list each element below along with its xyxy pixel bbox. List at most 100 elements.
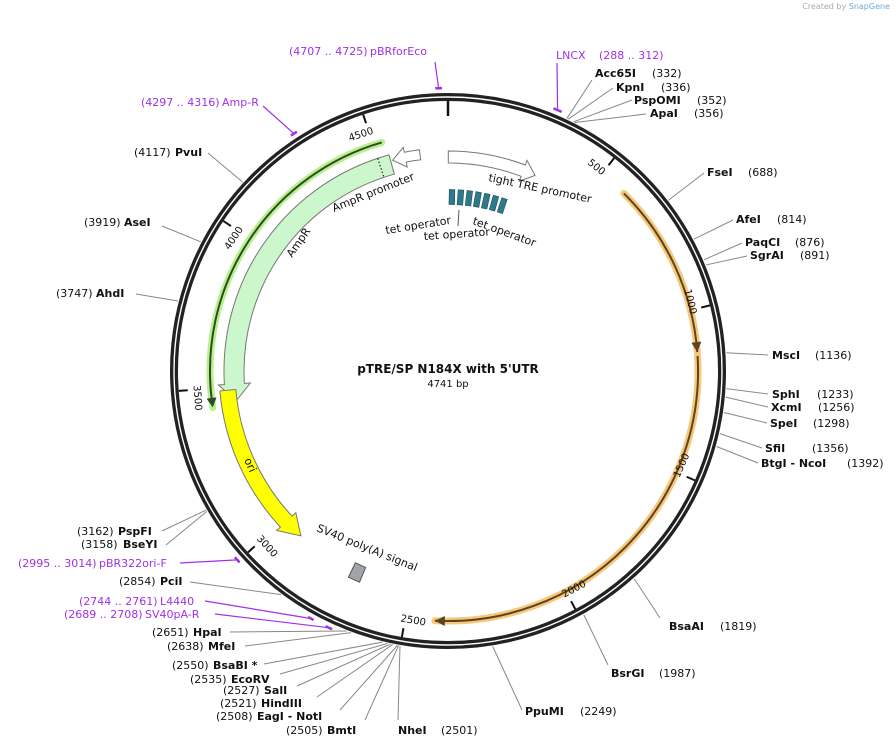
enzyme-leader-line — [693, 219, 734, 240]
tick-mark — [686, 475, 696, 482]
enzyme-leader-line — [726, 388, 769, 395]
enzyme-leader-line — [583, 614, 609, 666]
enzyme-name: SalI — [264, 684, 287, 697]
enzyme-position: (1136) — [815, 349, 852, 362]
enzyme-position: (332) — [652, 67, 682, 80]
enzyme-leader-line — [566, 79, 593, 119]
enzyme-name: PciI — [160, 575, 182, 588]
enzyme-position: (2535) — [190, 673, 227, 686]
enzyme-position: (1819) — [720, 620, 757, 633]
tick-mark — [222, 220, 232, 227]
enzyme-leader-line — [492, 646, 523, 711]
orf-highlight — [620, 189, 701, 356]
tick-mark — [362, 114, 367, 124]
enzyme-name: MscI — [772, 349, 800, 362]
enzyme-leader-line — [574, 113, 647, 123]
enzyme-name: SgrAI — [750, 249, 784, 262]
enzyme-leader-line — [705, 255, 748, 266]
enzyme-leader-line — [161, 509, 207, 532]
enzyme-name: PaqCI — [745, 236, 780, 249]
enzyme-position: (2550) — [172, 659, 209, 672]
tick-mark — [607, 157, 615, 166]
enzyme-leader-line — [207, 152, 244, 183]
enzyme-name: KpnI — [616, 81, 644, 94]
tick-mark — [700, 304, 711, 309]
plasmid-name: pTRE/SP N184X with 5'UTR — [357, 362, 539, 376]
brand-name: SnapGene — [848, 2, 890, 11]
tick-mark — [570, 600, 577, 610]
enzyme-position: (4117) — [134, 146, 171, 159]
enzyme-position: (1256) — [818, 401, 855, 414]
snapgene-brand: Created by SnapGene — [802, 2, 890, 11]
enzyme-name: BmtI — [327, 724, 356, 737]
enzyme-name: PspFI — [118, 525, 152, 538]
tick-label: 2500 — [400, 613, 427, 628]
enzyme-name: EcoRV — [231, 673, 270, 686]
enzyme-name: HindIII — [261, 697, 302, 710]
enzyme-position: (2638) — [167, 640, 204, 653]
enzyme-position: (814) — [777, 213, 807, 226]
orf-arc — [623, 192, 699, 353]
enzyme-position: (2501) — [441, 724, 478, 737]
enzyme-leader-line — [573, 99, 633, 123]
primer-range: (4707 .. 4725) — [289, 45, 368, 58]
primer-leader-line — [204, 600, 311, 620]
tick-label: 2000 — [561, 579, 589, 601]
primer-range: (4297 .. 4316) — [141, 96, 220, 109]
polyA-label: SV40 poly(A) signal — [315, 522, 419, 574]
enzyme-position: (2521) — [220, 697, 257, 710]
enzyme-name: PvuI — [175, 146, 202, 159]
polyA-feature — [347, 562, 367, 583]
primer-range: (2995 .. 3014) — [18, 557, 97, 570]
enzyme-position: (356) — [694, 107, 724, 120]
enzyme-leader-line — [279, 642, 388, 675]
primer-mark — [325, 625, 333, 631]
enzyme-position: (2505) — [286, 724, 323, 737]
enzyme-name: PspOMI — [634, 94, 681, 107]
primer-leader-line — [434, 61, 440, 89]
primer-range: (2689 .. 2708) — [64, 608, 143, 621]
plasmid-length: 4741 bp — [427, 379, 468, 390]
enzyme-name: AfeI — [736, 213, 761, 226]
backbone — [170, 93, 726, 649]
enzyme-leader-line — [339, 645, 398, 711]
enzyme-name: AhdI — [96, 287, 124, 300]
enzyme-position: (1356) — [812, 442, 849, 455]
orf-highlight — [431, 352, 702, 625]
enzyme-name: SfiI — [765, 442, 785, 455]
enzyme-name: BtgI - NcoI — [761, 457, 826, 470]
tick-mark — [178, 389, 188, 392]
enzyme-position: (3747) — [56, 287, 93, 300]
enzyme-leader-line — [723, 412, 768, 424]
primer-mark — [552, 107, 563, 114]
tick-label: 1500 — [672, 452, 692, 480]
enzyme-position: (3919) — [84, 216, 121, 229]
primer-name: pBRforEco — [370, 45, 427, 58]
tre-promoter-feature — [447, 150, 536, 182]
enzyme-name: BsaBI * — [213, 659, 258, 672]
primer-mark — [307, 615, 315, 622]
enzyme-position: (336) — [661, 81, 691, 94]
enzyme-name: HpaI — [193, 626, 222, 639]
enzyme-name: BseYI — [123, 538, 157, 551]
enzyme-leader-line — [726, 352, 769, 356]
tet-operator-box — [456, 189, 465, 206]
enzyme-position: (3158) — [81, 538, 118, 551]
enzyme-leader-line — [364, 645, 399, 721]
enzyme-name: FseI — [707, 166, 733, 179]
tet-operator-box — [496, 197, 508, 215]
backbone-gap — [173, 96, 723, 646]
enzyme-position: (891) — [800, 249, 830, 262]
tet-operator-box — [473, 191, 482, 208]
enzyme-leader-line — [316, 644, 394, 698]
primer-mark — [233, 556, 241, 564]
enzyme-name: XcmI — [771, 401, 802, 414]
enzyme-name: NheI — [398, 724, 427, 737]
primer-leader-line — [556, 62, 559, 111]
tet-operator-label: tet operator — [423, 225, 490, 243]
orf-arc — [434, 355, 700, 623]
enzyme-name: ApaI — [650, 107, 678, 120]
enzyme-leader-line — [161, 225, 201, 243]
enzyme-name: BsrGI — [611, 667, 644, 680]
